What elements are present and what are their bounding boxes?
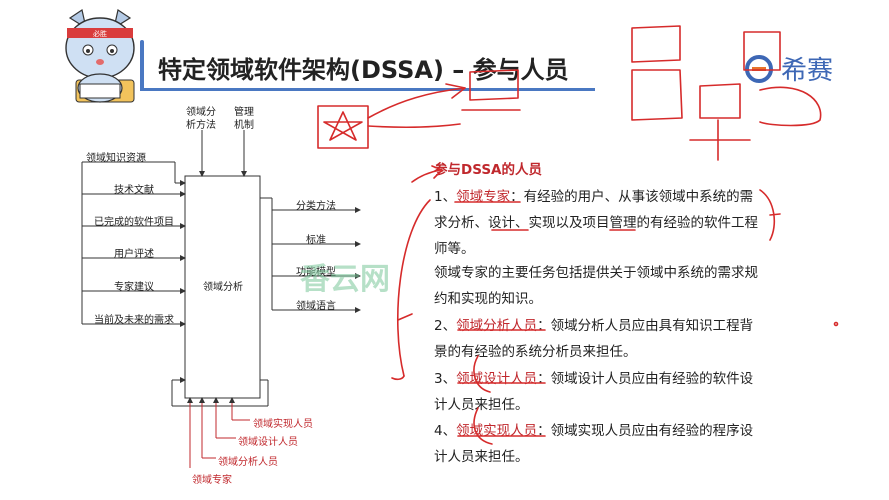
left-input-completed-projects: 已完成的软件项目 [94,217,174,228]
left-input-requirements: 当前及未来的需求 [94,315,174,326]
item-text: ：领域实现人员应由有经验的程序设计人员来担任。 [434,423,754,465]
item-role: 领域实现人员 [456,423,538,439]
item-role: 领域专家 [456,189,511,205]
cat-mascot-icon: 必胜 [65,9,135,103]
left-input-user-reviews: 用户评述 [114,249,154,260]
item-text: 领域专家的主要任务包括提供关于领域中系统的需求规约和实现的知识。 [434,265,758,307]
left-input-technical-literature: 技术文献 [114,185,154,196]
input-management-mechanism: 管理机制 [234,107,254,131]
input-domain-analysis-method: 领域分析方法 [186,107,216,131]
item-text: ：领域设计人员应由有经验的软件设计人员来担任。 [434,371,754,413]
mechanism-expert: 领域专家 [192,475,232,486]
title-underline [140,88,595,91]
mechanism-designer: 领域设计人员 [238,437,298,448]
sketch-star-icon [323,111,363,141]
svg-text:必胜: 必胜 [93,29,107,38]
item-text: ：有经验的用户、从事该领域中系统的需求分析、设计、实现以及项目管理的有经验的软件… [434,189,758,257]
title-accent-bar [140,40,144,90]
brand-logo-icon [745,55,773,83]
output-classification: 分类方法 [296,201,336,212]
center-domain-analysis: 领域分析 [203,282,243,293]
domain-analysis-box [184,175,261,399]
left-input-expert-advice: 专家建议 [114,282,154,293]
item-prefix: 2、 [434,318,457,334]
mechanism-analyst: 领域分析人员 [218,457,278,468]
mechanism-implementer: 领域实现人员 [253,419,313,430]
left-input-knowledge-resources: 领域知识资源 [86,153,146,164]
brand-logo-text: 希赛 [781,56,834,86]
content-item-5: 4、领域实现人员：领域实现人员应由有经验的程序设计人员来担任。 [434,418,764,470]
output-domain-language: 领域语言 [296,301,336,312]
content-item-2: 领域专家的主要任务包括提供关于领域中系统的需求规约和实现的知识。 [434,260,764,312]
content-heading: 参与DSSA的人员 [434,162,542,178]
watermark: 香云网 [300,262,390,297]
item-text: ：领域分析人员应由具有知识工程背景的有经验的系统分析员来担任。 [434,318,754,360]
sketch-box [317,105,369,149]
content-item-1: 1、领域专家：有经验的用户、从事该领域中系统的需求分析、设计、实现以及项目管理的… [434,184,764,262]
item-prefix: 4、 [434,423,457,439]
item-prefix: 1、 [434,189,457,205]
item-prefix: 3、 [434,371,457,387]
output-functional-model: 功能模型 [296,267,336,278]
output-standards: 标准 [306,235,326,246]
